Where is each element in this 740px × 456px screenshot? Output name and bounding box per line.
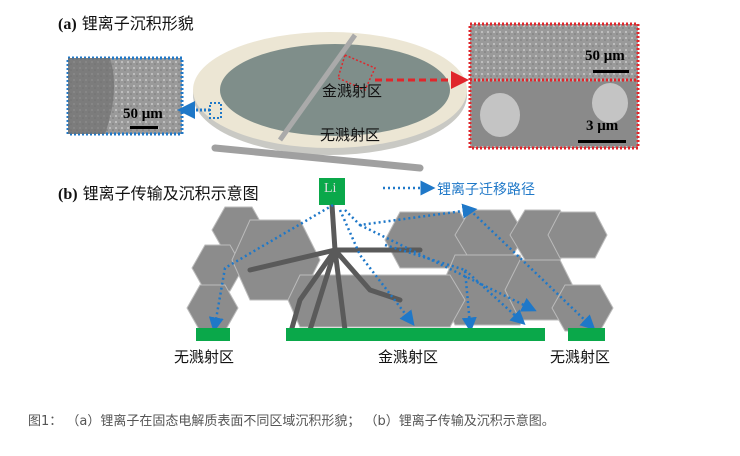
left-sem-image [66,56,184,136]
right-top-scale-label: 50 μm [585,48,625,64]
figure-caption: 图1： （a）锂离子在固态电解质表面不同区域沉积形貌； （b）锂离子传输及沉积示… [28,414,555,429]
lithium-source-block [319,178,345,205]
gold-sputter-region-label: 金溅射区 [322,82,383,100]
migration-path-legend: 锂离子迁移路径 [437,182,535,198]
figure-graphics [66,22,640,341]
lithium-dendrite [247,202,423,338]
panel-a-title-text: 锂离子沉积形貌 [81,14,194,33]
li-label: Li [324,181,337,196]
right-sem-images [468,22,640,150]
bottom-label-right: 无溅射区 [550,348,611,366]
right-bottom-scale-label: 3 μm [586,118,619,134]
no-sputter-region-label: 无溅射区 [320,126,381,144]
electrodes [196,328,605,341]
panel-b-tag: (b) [58,186,78,203]
bottom-label-center: 金溅射区 [378,348,439,366]
panel-a-title: (a) 锂离子沉积形貌 [58,10,194,34]
hexagon-electrolyte-grains [186,206,614,332]
panel-a-tag: (a) [58,16,77,33]
left-sem-scale-label: 50 μm [123,106,163,122]
panel-b-title-text: 锂离子传输及沉积示意图 [82,184,259,203]
bottom-label-left: 无溅射区 [174,348,235,366]
li-ion-migration-paths [208,180,596,333]
electrolyte-disk [177,32,469,172]
panel-b-title: (b) 锂离子传输及沉积示意图 [58,180,259,204]
